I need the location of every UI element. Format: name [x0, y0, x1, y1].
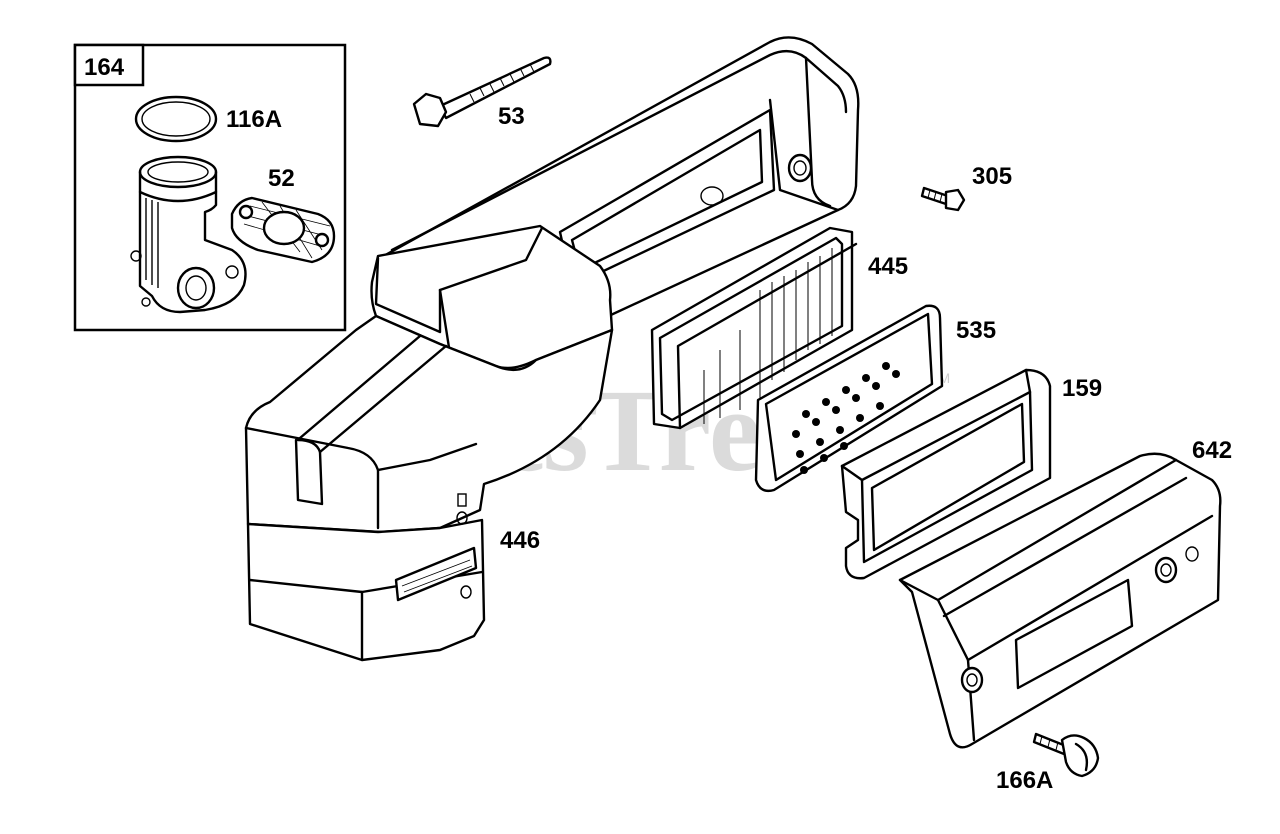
- air-filter-part: [650, 226, 858, 430]
- air-cleaner-cover-part: [898, 452, 1222, 749]
- gasket-part: [230, 196, 336, 264]
- label-305: 305: [972, 163, 1012, 190]
- label-164: 164: [84, 54, 125, 81]
- filter-frame-part: [840, 368, 1052, 580]
- label-53: 53: [498, 103, 525, 130]
- label-116A: 116A: [226, 106, 282, 133]
- label-446: 446: [500, 527, 540, 554]
- label-642: 642: [1192, 437, 1232, 464]
- o-ring-inner: [141, 101, 211, 137]
- inset-assembly-164: 164 116A 52: [73, 43, 347, 332]
- label-535: 535: [956, 317, 996, 344]
- label-445: 445: [868, 253, 908, 280]
- knob-part: [1032, 732, 1100, 778]
- label-159: 159: [1062, 375, 1102, 402]
- screw-part: [920, 186, 966, 212]
- label-166A: 166A: [996, 767, 1053, 794]
- pre-cleaner-part: [754, 304, 944, 493]
- o-ring-part: [134, 95, 218, 143]
- inset-label-box: [73, 43, 145, 87]
- air-cleaner-base-part: [244, 36, 860, 662]
- label-52: 52: [268, 165, 295, 192]
- bolt-part: [412, 56, 552, 128]
- elbow-adapter-part: [130, 155, 247, 314]
